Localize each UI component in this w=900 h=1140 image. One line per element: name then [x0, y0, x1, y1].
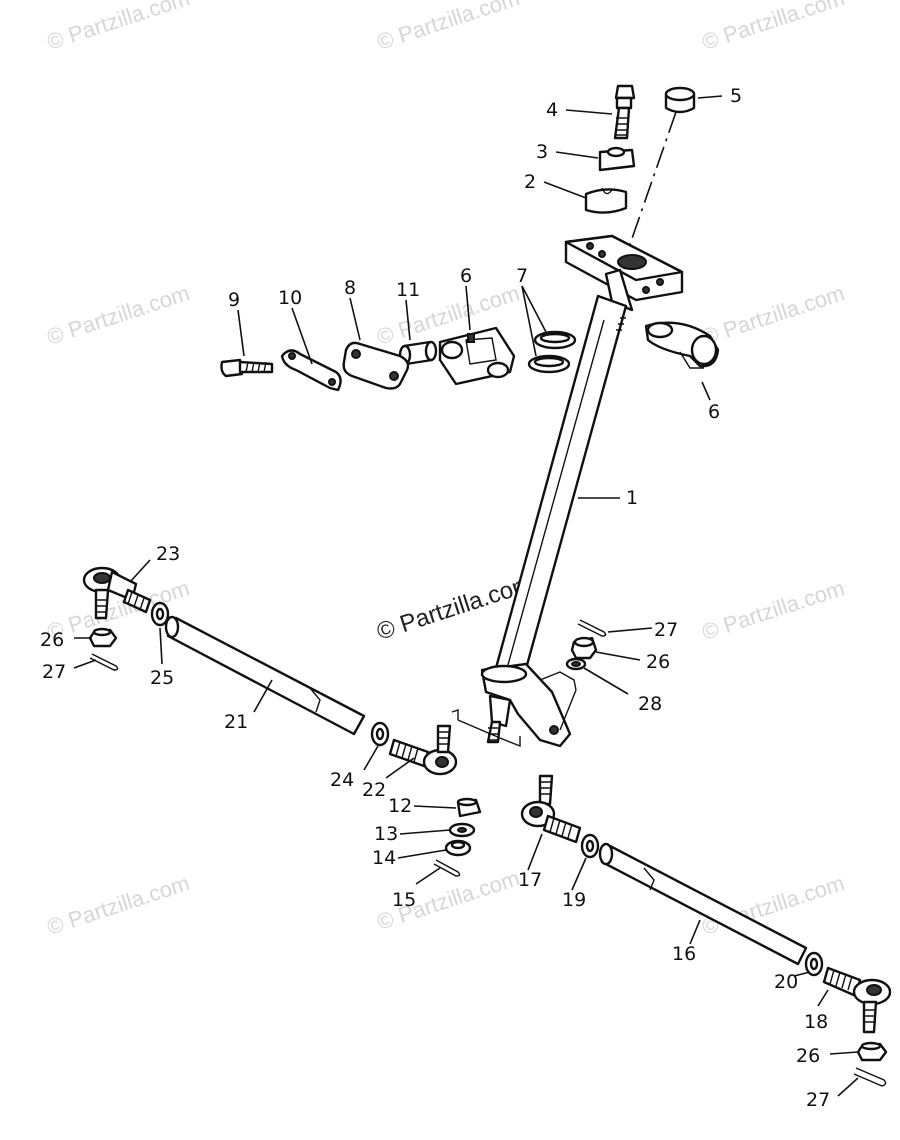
part-8-plate [342, 341, 410, 390]
watermark: © Partzilla.com [699, 280, 848, 350]
part-28-spring-washer [565, 657, 587, 671]
part-25-nut [150, 601, 170, 627]
callout-26-right-lower: 26 [796, 1045, 820, 1067]
watermark: © Partzilla.com [44, 0, 193, 55]
part-24-nut [370, 721, 390, 747]
callout-18: 18 [804, 1011, 828, 1033]
callout-1: 1 [626, 487, 638, 509]
part-16-tie-rod-right [598, 842, 808, 966]
callout-27-right-upper: 27 [654, 619, 678, 641]
callout-27-left: 27 [42, 661, 66, 683]
callout-4: 4 [546, 99, 558, 121]
part-19-nut [580, 833, 600, 859]
part-3-clamp-top [598, 146, 636, 172]
callout-10: 10 [278, 287, 302, 309]
callout-7: 7 [516, 265, 528, 287]
callout-13: 13 [374, 823, 398, 845]
callout-6-left: 6 [460, 265, 472, 287]
part-20-nut [804, 951, 824, 977]
callout-labels: 4 5 3 2 1 6 6 7 8 11 10 9 23 26 27 25 21… [40, 85, 830, 1111]
callout-28: 28 [638, 693, 662, 715]
part-4-bolt [613, 84, 636, 140]
part-26-nut-right-upper [570, 636, 598, 660]
watermark: © Partzilla.com [699, 0, 848, 55]
part-13-washer [448, 822, 476, 838]
callout-16: 16 [672, 943, 696, 965]
part-23-tie-rod-end-left [82, 566, 152, 620]
callout-22: 22 [362, 779, 386, 801]
part-27-cotter-pin-left [89, 653, 119, 671]
part-2-clamp-lower [584, 187, 628, 214]
part-7-bushing-upper [533, 330, 577, 350]
part-17-tie-rod-end-inner-right [520, 774, 582, 844]
part-1-steering-column [494, 294, 628, 678]
part-27-cotter-pin-right-upper [577, 619, 607, 637]
part-26-nut-right-lower [856, 1041, 888, 1062]
watermark: © Partzilla.com [44, 870, 193, 940]
part-5-cap [664, 86, 696, 114]
part-10-lock-plate [280, 349, 342, 392]
callout-19: 19 [562, 889, 586, 911]
callout-3: 3 [536, 141, 548, 163]
part-9-bolt [220, 358, 274, 378]
callout-17: 17 [518, 869, 542, 891]
part-12-nut [456, 797, 482, 818]
part-15-cotter-pin [433, 859, 461, 877]
part-7-bushing-lower [527, 354, 571, 374]
column-centerline [627, 111, 677, 251]
part-11-collar [398, 340, 438, 366]
part-6-bracket-right [644, 321, 720, 369]
part-26-nut-left [88, 627, 118, 648]
watermark: © Partzilla.com [699, 575, 848, 645]
callout-14: 14 [372, 847, 396, 869]
column-top-bracket [564, 234, 684, 312]
callout-23: 23 [156, 543, 180, 565]
watermark-layer: © Partzilla.com © Partzilla.com © Partzi… [44, 0, 848, 940]
part-6-bracket-left [438, 326, 516, 386]
callout-24: 24 [330, 769, 354, 791]
column-lower-arm [451, 662, 577, 748]
part-21-tie-rod-left [164, 615, 366, 736]
watermark: © Partzilla.com [374, 0, 523, 55]
part-18-tie-rod-end-right [822, 966, 892, 1034]
callout-20: 20 [774, 971, 798, 993]
callout-6-right: 6 [708, 401, 720, 423]
leader-lines [73, 95, 859, 1097]
callout-12: 12 [388, 795, 412, 817]
callout-25: 25 [150, 667, 174, 689]
callout-27-right-lower: 27 [806, 1089, 830, 1111]
callout-2: 2 [524, 171, 536, 193]
part-14-washer [444, 839, 472, 857]
callout-26-right-upper: 26 [646, 651, 670, 673]
callout-5: 5 [730, 85, 742, 107]
watermark: © Partzilla.com [44, 280, 193, 350]
callout-8: 8 [344, 277, 356, 299]
part-27-cotter-pin-right-lower [853, 1067, 887, 1087]
callout-21: 21 [224, 711, 248, 733]
part-22-tie-rod-end-inner-left [388, 724, 458, 776]
callout-26-left: 26 [40, 629, 64, 651]
callout-11: 11 [396, 279, 420, 301]
callout-15: 15 [392, 889, 416, 911]
callout-9: 9 [228, 289, 240, 311]
